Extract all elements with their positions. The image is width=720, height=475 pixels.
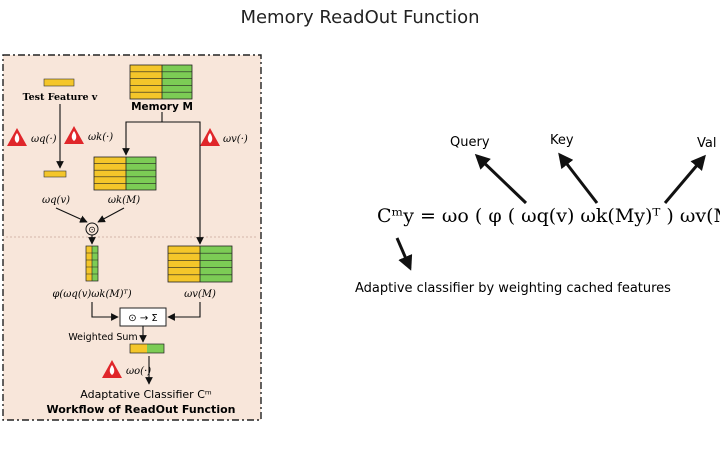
- memory-grid: [129, 64, 193, 100]
- wv-output-label: ωv(M): [184, 289, 216, 300]
- slide-title: Memory ReadOut Function: [240, 7, 480, 28]
- arrow-wv-to-op: [167, 302, 201, 321]
- fire-icon: [64, 126, 84, 144]
- wk-function-label: ωk(·): [88, 132, 113, 143]
- workflow-panel-frame: [2, 54, 262, 421]
- attention-vector: [85, 245, 99, 282]
- key-label: Key: [550, 133, 574, 148]
- wk-output-label: ωk(M): [108, 195, 140, 206]
- wq-output-label: ωq(v): [42, 195, 70, 206]
- arrow-query: [474, 153, 528, 205]
- wv-function-label: ωv(·): [223, 134, 248, 145]
- wo-function-label: ωo(·): [126, 366, 151, 377]
- fire-icon: [200, 128, 220, 146]
- arrow-m-to-wk: [122, 112, 163, 156]
- classifier-label: Adaptative Classifier Cᵐ: [80, 388, 212, 401]
- test-feature-label: Test Feature v: [23, 92, 98, 103]
- arrow-m-to-wv: [162, 121, 204, 245]
- memory-label: Memory M: [131, 101, 193, 113]
- arrow-wk-to-hadamard: [97, 207, 125, 223]
- arrow-value: [663, 154, 706, 204]
- hadamard-symbol: ⊙: [88, 226, 96, 236]
- arrow-wq-to-hadamard: [55, 207, 88, 223]
- query-label: Query: [450, 135, 490, 150]
- wq-output-bar: [43, 170, 67, 178]
- arrow-attn-to-op: [91, 302, 119, 321]
- value-label: Val: [697, 136, 716, 151]
- fire-icon: [102, 360, 122, 378]
- readout-equation: Cᵐy = ωo ( φ ( ωq(v) ωk(My)ᵀ ) ωv(My): [377, 205, 720, 227]
- weighted-sum-bar: [129, 343, 165, 354]
- workflow-caption: Workflow of ReadOut Function: [47, 403, 236, 416]
- equation-caption: Adaptive classifier by weighting cached …: [355, 281, 671, 296]
- equation-area: Query Key Val Cᵐy = ωo ( φ ( ωq(v) ωk(My…: [355, 133, 720, 296]
- test-feature-bar: [43, 78, 75, 87]
- arrow-classifier: [395, 237, 413, 271]
- arrow-key: [558, 152, 599, 204]
- weighted-op-label: ⊙ → Σ: [128, 313, 157, 324]
- wv-grid: [167, 245, 233, 283]
- weighted-sum-label: Weighted Sum: [68, 332, 137, 343]
- attention-expression: φ(ωq(v)ωk(M)ᵀ): [52, 289, 131, 300]
- wk-grid: [93, 156, 157, 191]
- workflow-panel: Test Feature v Memory M ωq(·) ωk(·): [2, 54, 262, 421]
- wq-function-label: ωq(·): [31, 134, 57, 145]
- fire-icon: [7, 128, 27, 146]
